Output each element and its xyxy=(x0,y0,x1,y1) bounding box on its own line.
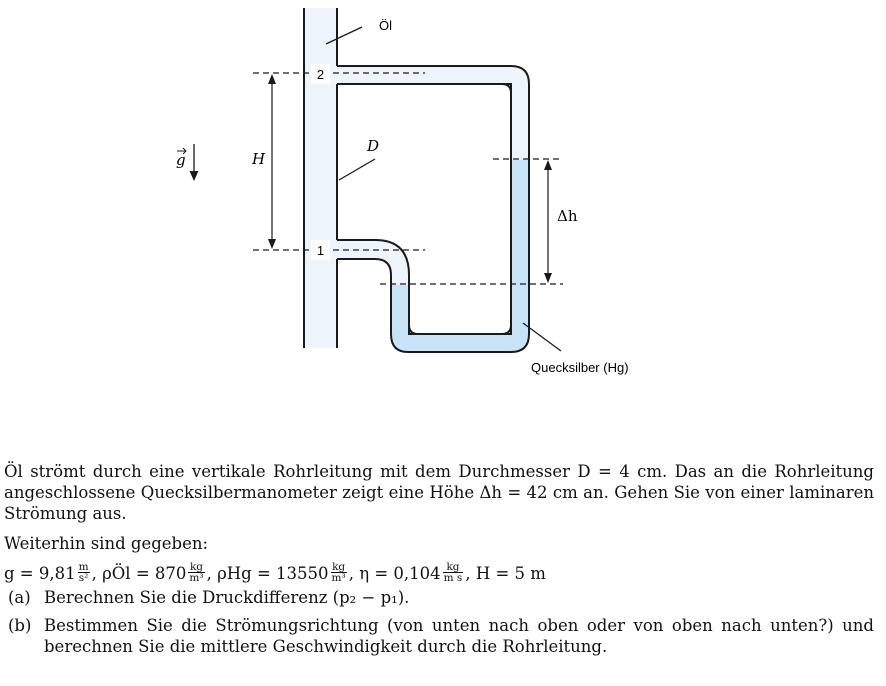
given-rho-hg: , ρHg = 13550 xyxy=(206,564,329,583)
question-b: (b) Bestimmen Sie die Strömungsrichtung … xyxy=(4,615,874,657)
given-eta: , η = 0,104 xyxy=(348,564,441,583)
point-2-label: 2 xyxy=(317,67,324,82)
manometer-diagram: 2 1 Öl D H Δh g Quecksilber (Hg) xyxy=(176,8,629,375)
given-heading: Weiterhin sind gegeben: xyxy=(4,534,209,553)
point-2-box xyxy=(311,64,330,84)
delta-h-dimension xyxy=(544,160,552,283)
question-a-text: Berechnen Sie die Druckdifferenz (p₂ − p… xyxy=(44,588,410,607)
point-1-label: 1 xyxy=(317,243,324,258)
point-1-box xyxy=(311,240,330,260)
diameter-label: D xyxy=(366,137,379,155)
manometer-tube xyxy=(337,65,530,353)
question-b-label: (b) xyxy=(8,616,32,635)
diameter-leader-line xyxy=(338,158,376,181)
oil-label: Öl xyxy=(379,18,392,33)
mercury-label: Quecksilber (Hg) xyxy=(531,360,629,375)
vector-arrow-icon xyxy=(177,147,187,155)
mercury-leader-line xyxy=(522,322,562,352)
height-dimension xyxy=(268,74,276,249)
question-b-text: Bestimmen Sie die Strömungsrichtung (von… xyxy=(44,616,874,656)
question-a-label: (a) xyxy=(8,588,31,607)
given-rho-oel: , ρÖl = 870 xyxy=(91,564,187,583)
reference-lines xyxy=(253,72,563,285)
main-pipe xyxy=(303,8,338,348)
delta-h-label: Δh xyxy=(557,207,578,225)
oil-leader-line xyxy=(325,26,363,45)
given-g: g = 9,81 xyxy=(4,564,76,583)
gravity-label: g xyxy=(176,151,186,169)
question-a: (a) Berechnen Sie die Druckdifferenz (p₂… xyxy=(4,587,874,608)
problem-text: Öl strömt durch eine vertikale Rohrleitu… xyxy=(4,461,874,657)
problem-intro: Öl strömt durch eine vertikale Rohrleitu… xyxy=(4,462,874,523)
given-H: , H = 5 m xyxy=(465,564,546,583)
height-label: H xyxy=(251,150,266,168)
gravity-arrow-icon xyxy=(189,144,199,181)
